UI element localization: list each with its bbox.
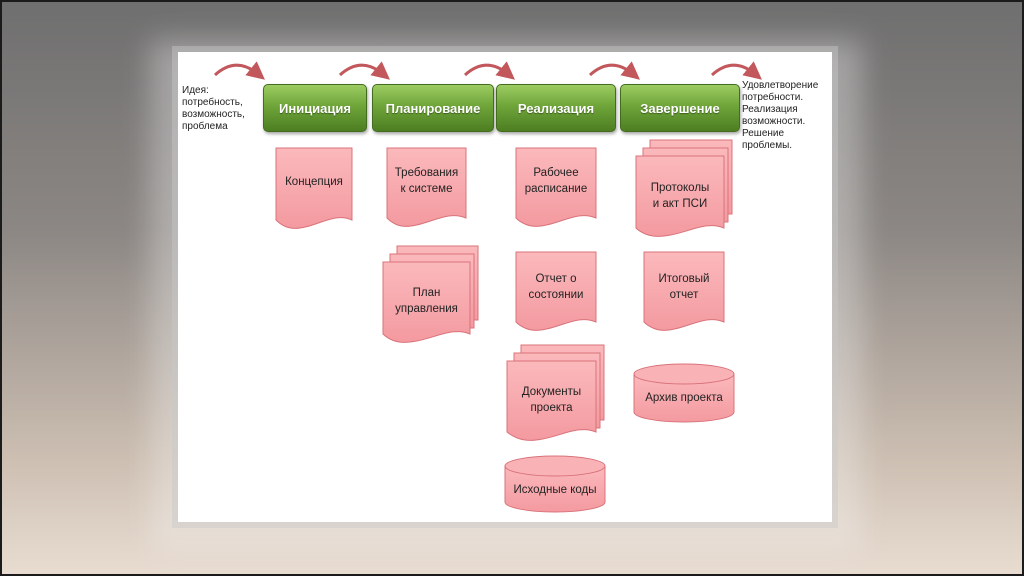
status-report-label: Отчет о состоянии <box>528 273 584 301</box>
final-report-document-shape <box>643 251 725 331</box>
project-archive-cylinder-body <box>633 374 735 423</box>
status-report-document-shape <box>515 251 597 331</box>
idea-note: Идея: потребность, возможность, проблема <box>182 85 245 132</box>
test-protocols-label: Протоколы и акт ПСИ <box>650 182 710 210</box>
concept-document-shape <box>275 147 353 229</box>
project-archive-label: Архив проекта <box>645 392 723 404</box>
phase-planning: Планирование <box>372 84 494 132</box>
flow-arrow-1 <box>213 61 265 80</box>
project-documents-document-shape <box>506 360 597 441</box>
source-codes-label: Исходные коды <box>513 484 597 496</box>
work-schedule-label: Рабочее расписание <box>524 167 588 195</box>
source-codes-cylinder-body <box>504 466 606 513</box>
flow-arrow-5 <box>710 61 762 80</box>
management-plan-document-shape <box>382 261 471 343</box>
source-codes-cylinder-top <box>504 455 606 477</box>
phase-completion: Завершение <box>620 84 740 132</box>
management-plan-label: План управления <box>395 287 458 315</box>
phase-implementation: Реализация <box>496 84 616 132</box>
flow-arrow-2 <box>338 61 390 80</box>
concept-label: Концепция <box>285 176 343 188</box>
flow-arrow-4 <box>588 61 640 80</box>
final-report-label: Итоговый отчет <box>658 273 710 301</box>
project-documents-label: Документы проекта <box>521 386 582 414</box>
result-note: Удовлетворение потребности. Реализация в… <box>742 80 819 151</box>
project-archive-cylinder-top <box>633 363 735 385</box>
system-requirements-label: Требования к системе <box>394 167 459 195</box>
phase-initiation: Инициация <box>263 84 367 132</box>
flow-arrow-3 <box>463 61 515 80</box>
protocols-document-shape <box>635 155 725 237</box>
requirements-document-shape <box>386 147 467 227</box>
work-schedule-document-shape <box>515 147 597 227</box>
